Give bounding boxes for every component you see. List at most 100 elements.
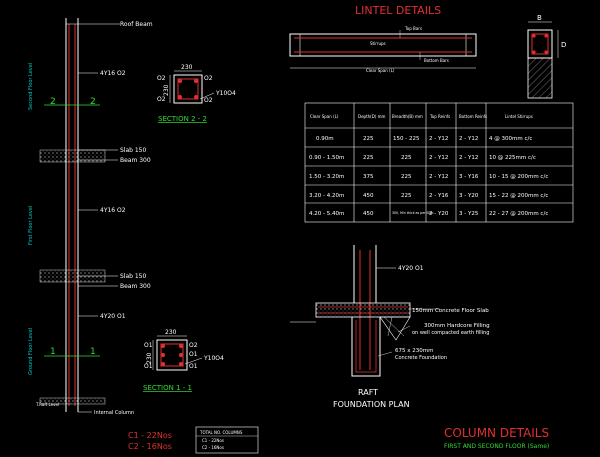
lintel-cell: 450 [363, 211, 374, 217]
section-11-width: 230 [165, 329, 177, 336]
lintel-cell: 450 [363, 193, 374, 199]
lintel-cell: 150 - 225 [393, 136, 420, 142]
lintel-cross-section [527, 21, 559, 99]
lintel-cell: 15 - 22 @ 200mm c/c [489, 193, 548, 199]
section-11-title: SECTION 1 - 1 [143, 384, 192, 392]
beam-2-label: Beam 300 [120, 283, 151, 290]
c2-count: C2 - 16Nos [128, 442, 172, 451]
lintel-beam [289, 30, 477, 69]
foundation-slab: 150mm Concrete Floor Slab [412, 308, 489, 314]
lintel-cell: 10 @ 225mm c/c [489, 155, 536, 161]
lintel-header-2: Breadth(B) mm [392, 114, 423, 119]
lintel-header-4: Bottom Reinfs [459, 114, 487, 119]
lintel-cell: 2 - Y16 [429, 193, 449, 199]
total-columns-row2: C2 - 16Nos [202, 445, 224, 450]
lintel-cell: 10 - 15 @ 200mm c/c [489, 174, 548, 180]
lintel-cell: 2 - Y12 [429, 174, 448, 180]
section-22-tag-2: O2 [204, 75, 213, 82]
lintel-cell: 4.20 - 5.40m [309, 211, 344, 217]
section-11-tag-1: O1 [144, 342, 153, 349]
lintel-cell: 22 - 27 @ 200mm c/c [489, 211, 548, 217]
section-22-tag-1: O2 [157, 75, 166, 82]
lintel-table [304, 102, 574, 223]
lintel-header-0: Clear Span (L) [310, 114, 339, 119]
bars-mid-label: 4Y16 O2 [100, 207, 126, 214]
lintel-bottom-bars: Bottom Bars [424, 58, 449, 63]
foundation-hardcore: 300mm Hardcore Filling [424, 323, 490, 329]
lintel-cell: 0.90m [316, 136, 334, 142]
lintel-stirrups: Stirrups [370, 41, 386, 46]
column-elevation: T.Raft Level [35, 18, 120, 413]
lintel-cell: 3.20 - 4.20m [309, 193, 344, 199]
section-11-tag-5: O1 [189, 363, 198, 370]
section-22-width: 230 [181, 64, 193, 71]
section-2-2 [169, 70, 215, 104]
bars-bottom-label: 4Y20 O1 [100, 313, 126, 320]
raft-level-label: T.Raft Level [35, 402, 59, 407]
lintel-cell: 375 [363, 174, 374, 180]
slab-1-label: Slab 150 [120, 147, 147, 154]
lintel-cell: 2 - Y12 [459, 155, 478, 161]
lintel-dim-b: B [537, 14, 542, 22]
internal-column-label: Internal Column [94, 410, 134, 416]
raft-title: RAFT [358, 388, 378, 397]
foundation-size: 675 x 230mm [395, 348, 433, 354]
lintel-cell: 225 [363, 136, 374, 142]
slab-first-floor [39, 149, 106, 163]
lintel-cell: 225 [401, 174, 412, 180]
section-mark-2a: 2 [50, 97, 56, 107]
lintel-cell: 300, Min thick as per Slab [392, 211, 433, 215]
slab-2-label: Slab 150 [120, 273, 147, 280]
total-columns-box [195, 426, 259, 454]
beam-1-label: Beam 300 [120, 157, 151, 164]
c1-count: C1 - 22Nos [128, 431, 172, 440]
raft-slab [39, 397, 106, 405]
section-11-tag-2: O2 [189, 342, 198, 349]
drawing-subtitle: FIRST AND SECOND FLOOR (Same) [444, 443, 549, 450]
section-mark-1b: 1 [90, 347, 96, 357]
lintel-cell: 3 - Y20 [459, 193, 479, 199]
section-22-tag-3: O2 [157, 96, 166, 103]
lintel-header-5: Lintel Stirrups [505, 114, 533, 119]
lintel-header-1: Depth(D) mm [358, 114, 386, 119]
foundation-size-2: Concrete Foundation [395, 355, 447, 361]
lintel-cell: 3 - Y25 [459, 211, 479, 217]
lintel-dim-d: D [561, 41, 566, 49]
bars-top-label: 4Y16 O2 [100, 70, 126, 77]
lintel-header-3: Top Reinfs [429, 114, 450, 119]
section-22-depth: 230 [163, 84, 170, 96]
lintel-cell: 2 - Y20 [429, 211, 449, 217]
drawing-title: COLUMN DETAILS [444, 426, 549, 440]
lintel-cell: 4 @ 300mm c/c [489, 136, 532, 142]
lintel-cell: 2 - Y12 [429, 155, 448, 161]
lintel-cell: 2 - Y12 [429, 136, 448, 142]
lintel-top-bars: Top Bars [404, 26, 422, 31]
section-22-title: SECTION 2 - 2 [158, 115, 207, 123]
lintel-cell: 225 [401, 193, 412, 199]
section-mark-1a: 1 [50, 347, 56, 357]
second-floor-level-label: Second Floor Level [28, 63, 34, 110]
lintel-clear-span: Clear Span (L) [366, 68, 395, 73]
foundation-bars: 4Y20 O1 [398, 265, 424, 272]
raft-foundation [290, 245, 440, 377]
section-11-tag-3: O1 [144, 363, 153, 370]
lintel-cell: 0.90 - 1.50m [309, 155, 344, 161]
foundation-hardcore-2: on well compacted earth filling [412, 330, 489, 336]
total-columns-row1: C1 - 22Nos [202, 438, 224, 443]
foundation-plan-title: FOUNDATION PLAN [333, 400, 410, 409]
lintel-cell: 225 [363, 155, 374, 161]
section-11-tag-4: O1 [189, 351, 198, 358]
lintel-cell: 1.50 - 3.20m [309, 174, 344, 180]
section-22-ties: Y10O4 [215, 90, 236, 97]
first-floor-level-label: First Floor Level [28, 206, 34, 245]
lintel-cell: 225 [401, 155, 412, 161]
section-mark-2b: 2 [90, 97, 96, 107]
section-11-depth: 230 [146, 352, 153, 364]
roof-beam-label: Roof Beam [120, 21, 153, 28]
total-columns-title: TOTAL NO. COLUMNS [199, 430, 243, 435]
section-11-ties: Y10O4 [203, 355, 224, 362]
section-22-tag-4: O2 [204, 97, 213, 104]
ground-floor-level-label: Ground Floor Level [28, 328, 34, 375]
lintel-cell: 2 - Y12 [459, 136, 478, 142]
